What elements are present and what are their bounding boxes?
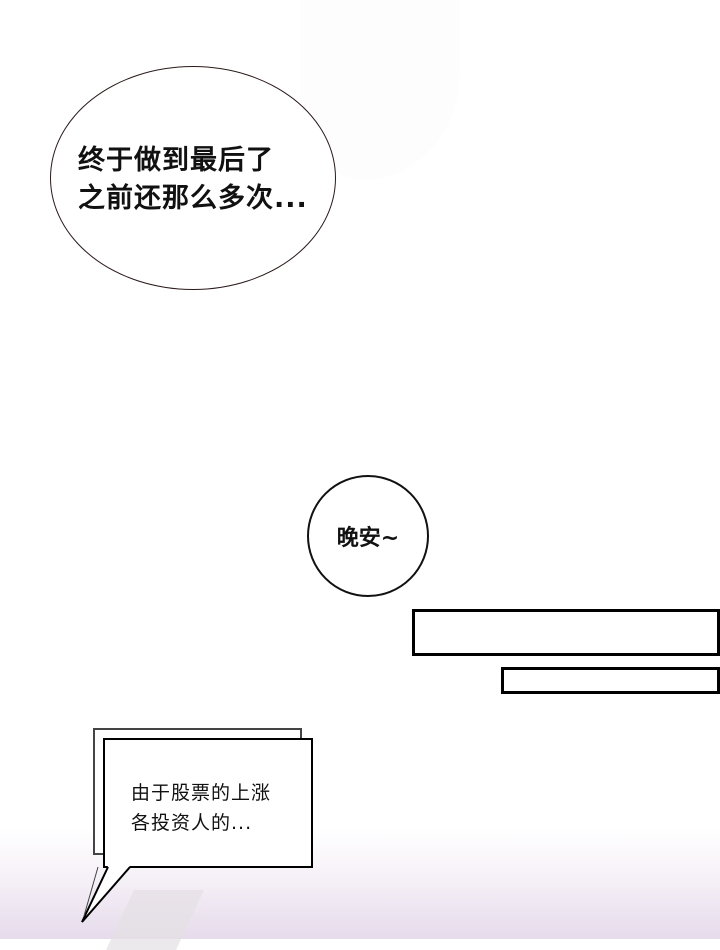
speech-line-2: 之前还那么多次...: [78, 183, 308, 214]
speech-line-1: 终于做到最后了: [78, 145, 274, 176]
speech-text-oval: 终于做到最后了 之前还那么多次...: [78, 142, 308, 218]
speech-text-circle: 晚安~: [336, 526, 400, 551]
speech-bubble-circle: 晚安~: [307, 475, 429, 597]
empty-caption-box-1: [412, 609, 720, 656]
speech-bubble-oval: 终于做到最后了 之前还那么多次...: [50, 66, 336, 290]
caption-box: 由于股票的上涨 各投资人的...: [103, 738, 313, 868]
caption-line-2: 各投资人的...: [131, 812, 253, 834]
caption-line-1: 由于股票的上涨: [131, 782, 272, 804]
empty-caption-box-2: [501, 667, 720, 694]
caption-tail: [81, 866, 131, 923]
caption-text: 由于股票的上涨 各投资人的...: [131, 778, 271, 838]
